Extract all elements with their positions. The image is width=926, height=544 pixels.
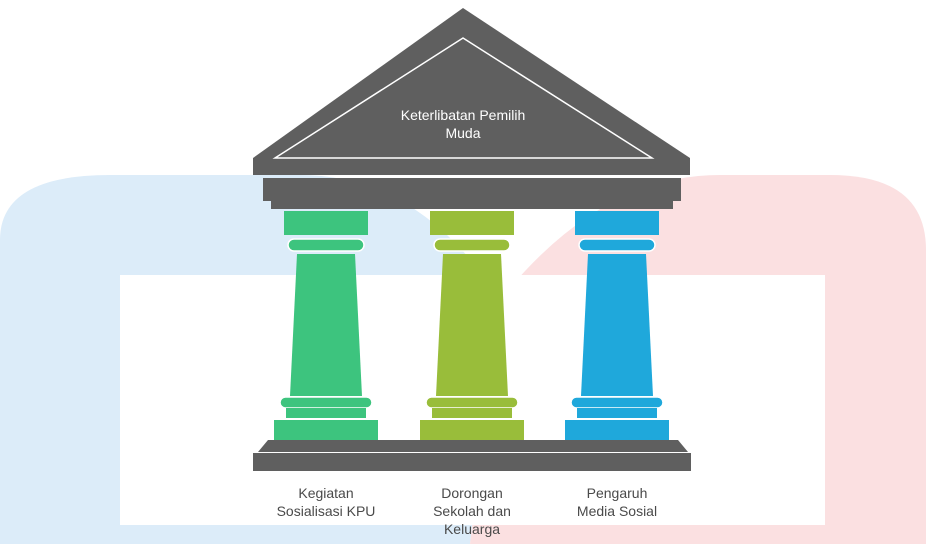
temple-roof xyxy=(253,8,690,209)
pillar-neck xyxy=(432,408,512,418)
pillar-shaft xyxy=(436,254,508,396)
pillar-neck xyxy=(286,408,366,418)
pillar-lower-ring xyxy=(279,396,373,409)
pillar-capital xyxy=(430,211,514,235)
pillar-school-family xyxy=(420,211,524,440)
base-step-top xyxy=(258,440,688,452)
pillar-neck xyxy=(577,408,657,418)
pillar-plinth xyxy=(565,420,669,440)
pillar-capital xyxy=(575,211,659,235)
pillar-capital xyxy=(284,211,368,235)
pillar-label-kpu: Kegiatan Sosialisasi KPU xyxy=(276,485,376,519)
pillar-label-social-media: Pengaruh Media Sosial xyxy=(576,485,658,519)
pillar-upper-ring xyxy=(433,238,511,252)
pillar-plinth xyxy=(420,420,524,440)
pillar-label-school-family: Dorongan Sekolah dan Keluarga xyxy=(433,485,511,537)
pillar-lower-ring xyxy=(425,396,519,409)
roof-inner-outline xyxy=(272,37,655,159)
pillar-social-media xyxy=(565,211,669,440)
pillar-shaft xyxy=(581,254,653,396)
pillar-shaft xyxy=(290,254,362,396)
pillar-kpu xyxy=(274,211,378,440)
pillar-lower-ring xyxy=(570,396,664,409)
pillar-plinth xyxy=(274,420,378,440)
roof-pediment xyxy=(253,8,690,175)
pillar-upper-ring xyxy=(287,238,365,252)
roof-title: Keterlibatan Pemilih Muda xyxy=(400,107,526,141)
pillar-upper-ring xyxy=(578,238,656,252)
roof-architrave xyxy=(271,201,673,209)
pillars-group xyxy=(274,211,669,440)
temple-base xyxy=(253,440,691,471)
base-step-bottom xyxy=(253,453,691,471)
roof-entablature xyxy=(263,178,681,201)
